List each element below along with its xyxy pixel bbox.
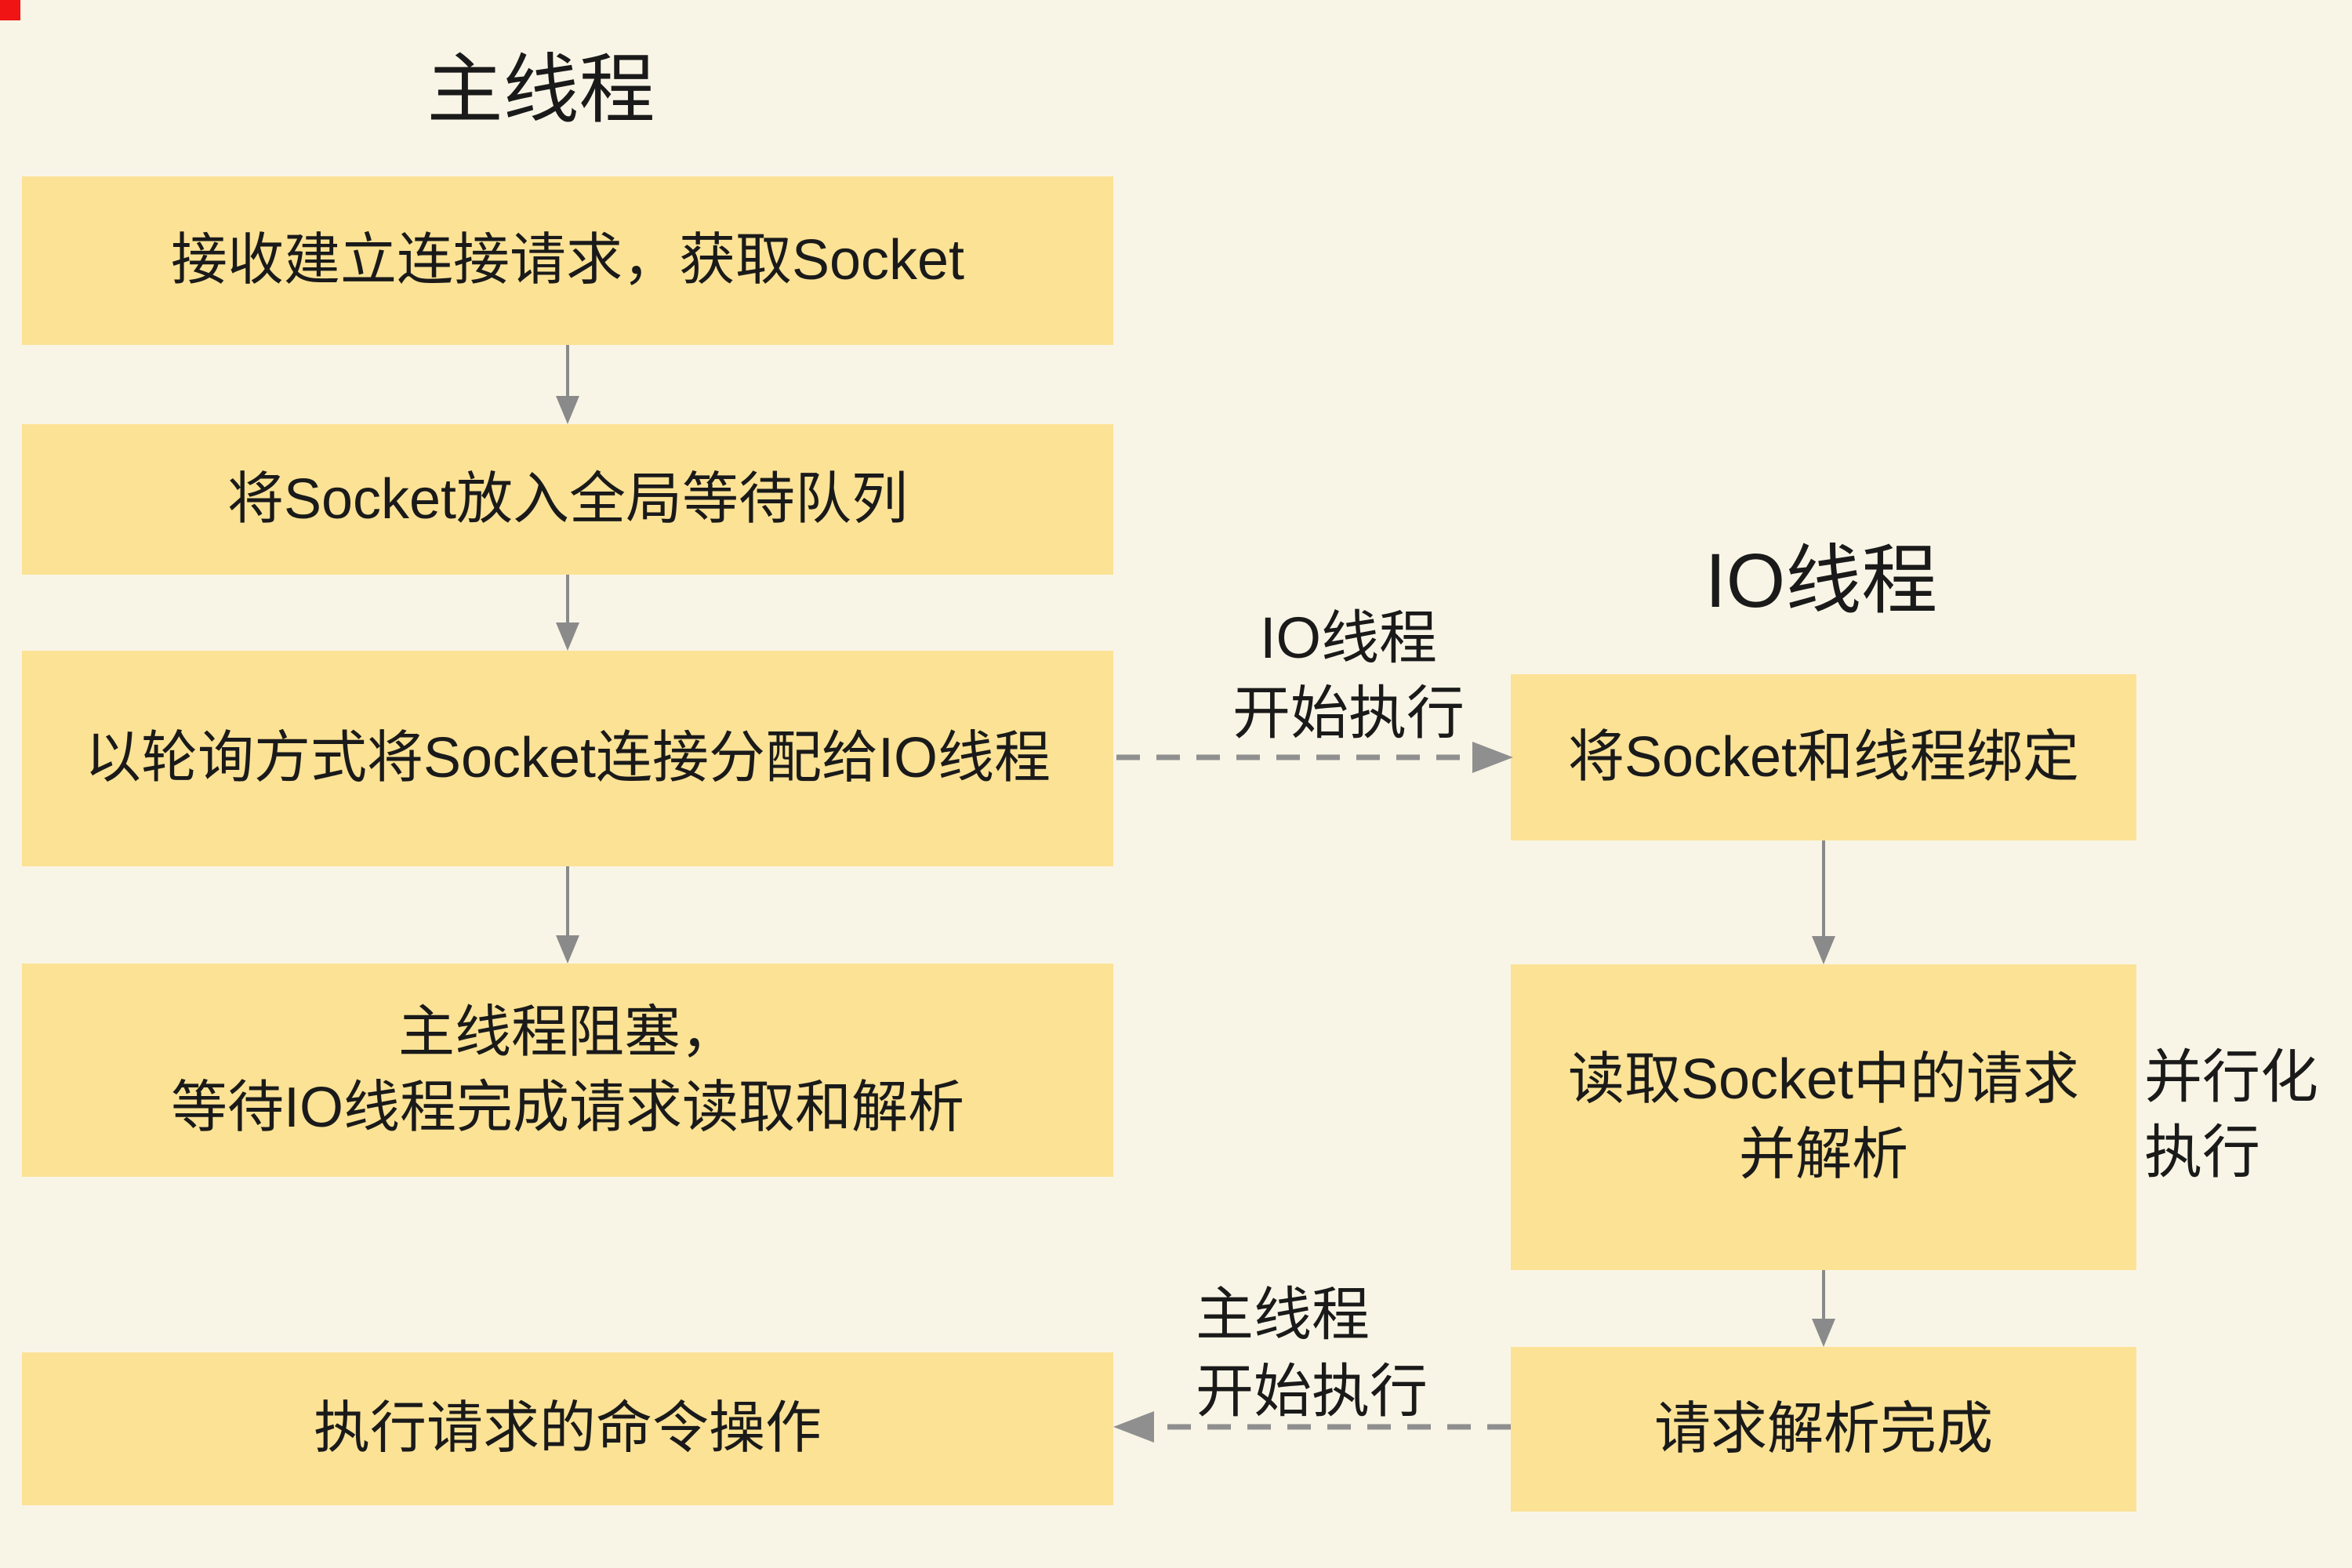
step-text: 将Socket放入全局等待队列 bbox=[227, 467, 909, 531]
step-text-line1: 主线程阻塞， bbox=[397, 1000, 737, 1064]
red-corner-marker bbox=[0, 0, 20, 20]
label-line2: 执行 bbox=[2144, 1120, 2260, 1185]
step-box-enqueue-socket: 将Socket放入全局等待队列 bbox=[22, 424, 1113, 575]
step-text: 接收建立连接请求，获取Socket bbox=[170, 229, 965, 292]
io-thread-title: IO线程 bbox=[1704, 538, 1938, 623]
dashed-arrowhead-main-start bbox=[1113, 1411, 1154, 1443]
step-box-accept-connection: 接收建立连接请求，获取Socket bbox=[22, 176, 1113, 345]
step-box-main-thread-block: 主线程阻塞， 等待IO线程完成请求读取和解析 bbox=[22, 964, 1113, 1177]
step-box-round-robin-assign: 以轮询方式将Socket连接分配给IO线程 bbox=[22, 651, 1113, 866]
step-box-read-parse-request: 读取Socket中的请求 并解析 bbox=[1511, 964, 2136, 1270]
arrowhead-r1-r2 bbox=[1812, 936, 1835, 964]
step-text: 执行请求的命令操作 bbox=[313, 1397, 822, 1461]
step-text-line2: 并解析 bbox=[1738, 1123, 1908, 1186]
step-text: 以轮询方式将Socket连接分配给IO线程 bbox=[84, 727, 1051, 790]
step-text: 请求解析完成 bbox=[1653, 1397, 1993, 1461]
step-text-line1: 读取Socket中的请求 bbox=[1567, 1047, 2080, 1111]
step-box-execute-command: 执行请求的命令操作 bbox=[22, 1352, 1113, 1505]
label-line2: 开始执行 bbox=[1196, 1359, 1428, 1425]
arrowhead-r2-r3 bbox=[1812, 1319, 1835, 1347]
label-line1: IO线程 bbox=[1259, 605, 1438, 670]
step-text: 将Socket和线程绑定 bbox=[1567, 725, 2080, 789]
main-thread-title: 主线程 bbox=[426, 47, 655, 132]
arrowhead-l1-l2 bbox=[556, 396, 579, 424]
arrowhead-l2-l3 bbox=[556, 622, 579, 651]
step-box-bind-socket-thread: 将Socket和线程绑定 bbox=[1511, 674, 2136, 840]
label-line1: 并行化 bbox=[2144, 1044, 2318, 1109]
label-main-thread-start: 主线程 开始执行 bbox=[1196, 1276, 1533, 1431]
arrowhead-l3-l4 bbox=[556, 935, 579, 964]
step-text-line2: 等待IO线程完成请求读取和解析 bbox=[170, 1076, 964, 1139]
label-line1: 主线程 bbox=[1196, 1282, 1370, 1347]
step-box-parse-complete: 请求解析完成 bbox=[1511, 1347, 2136, 1512]
label-line2: 开始执行 bbox=[1232, 681, 1465, 746]
label-io-thread-start: IO线程 开始执行 bbox=[1176, 601, 1521, 751]
label-parallel-execution: 并行化 执行 bbox=[2144, 1040, 2348, 1190]
